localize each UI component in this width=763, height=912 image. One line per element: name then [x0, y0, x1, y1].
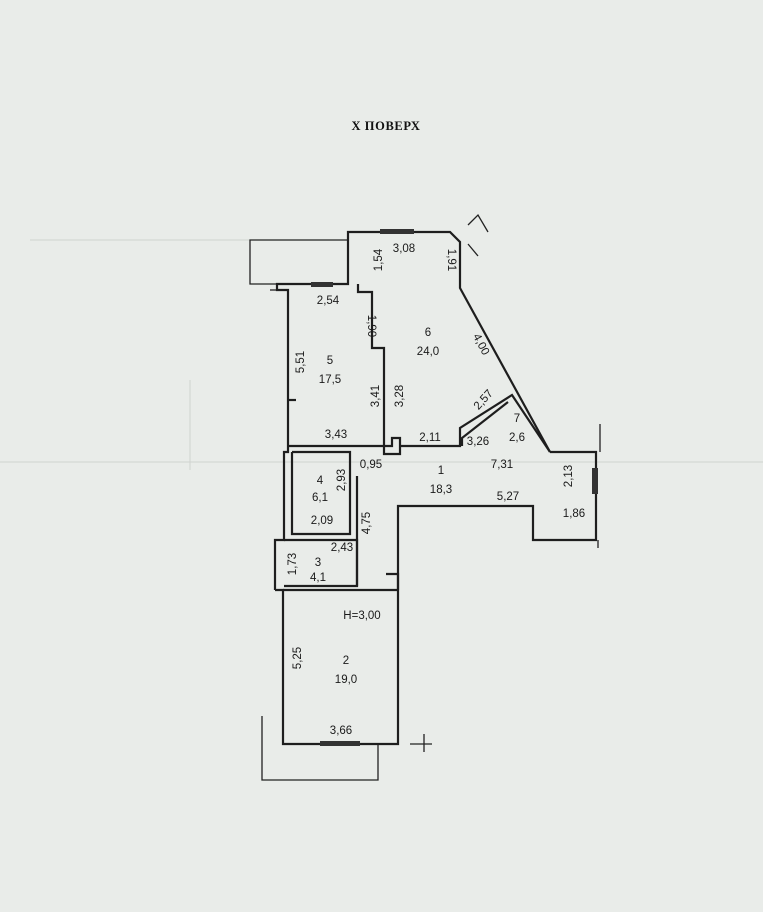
room-4-number: 4 [317, 475, 324, 487]
outer-outline [249, 239, 379, 781]
dim-2-13: 2,13 [563, 465, 575, 487]
dim-2-09: 2,09 [311, 515, 333, 527]
room-labels: 5 17,5 6 24,0 7 2,6 1 18,3 4 6,1 3 4,1 2… [310, 327, 525, 686]
room-2-area: 19,0 [335, 674, 357, 686]
room-5-area: 17,5 [319, 374, 341, 386]
dim-1-73: 1,73 [287, 553, 299, 575]
room-7-area: 2,6 [509, 432, 525, 444]
dim-1-54: 1,54 [373, 248, 385, 271]
interior-walls [283, 284, 551, 592]
window-room-1 [592, 468, 598, 494]
dim-3-41: 3,41 [370, 385, 382, 407]
axis-ticks [270, 213, 601, 752]
room-3-number: 3 [315, 557, 321, 569]
dim-4-00: 4,00 [470, 332, 491, 357]
room-3-area: 4,1 [310, 572, 326, 584]
dim-2-43: 2,43 [331, 542, 353, 554]
dim-3-28: 3,28 [394, 385, 406, 407]
room-7-number: 7 [514, 413, 520, 425]
room-2-number: 2 [343, 655, 349, 667]
dim-5-51: 5,51 [295, 351, 307, 373]
dim-3-08: 3,08 [393, 243, 415, 255]
background-bleed [0, 239, 763, 470]
dim-3-66: 3,66 [330, 725, 352, 737]
room-1-number: 1 [438, 465, 444, 477]
dim-1-91: 1,91 [445, 249, 457, 271]
dim-2-93: 2,93 [336, 469, 348, 491]
room-6-number: 6 [425, 327, 431, 339]
dim-5-25: 5,25 [292, 647, 304, 669]
room-1-area: 18,3 [430, 484, 452, 496]
room-4-area: 6,1 [312, 492, 328, 504]
floor-title: Х ПОВЕРХ [351, 119, 420, 133]
room-6-area: 24,0 [417, 346, 439, 358]
dim-1-86: 1,86 [563, 508, 585, 520]
window-room-6 [380, 229, 414, 234]
dim-3-43: 3,43 [325, 429, 347, 441]
dim-7-31: 7,31 [491, 459, 513, 471]
dim-2-54: 2,54 [317, 295, 340, 307]
room-5-number: 5 [327, 355, 333, 367]
window-marks [311, 229, 598, 746]
ceiling-height: Н=3,00 [343, 610, 380, 622]
window-room-2 [320, 741, 360, 746]
dim-1-90: 1,90 [365, 315, 377, 337]
dim-0-95: 0,95 [360, 459, 382, 471]
dim-2-11: 2,11 [419, 432, 441, 444]
window-room-5 [311, 282, 333, 287]
dim-3-26: 3,26 [467, 436, 489, 448]
dim-5-27: 5,27 [497, 491, 519, 503]
dim-4-75: 4,75 [361, 512, 373, 534]
